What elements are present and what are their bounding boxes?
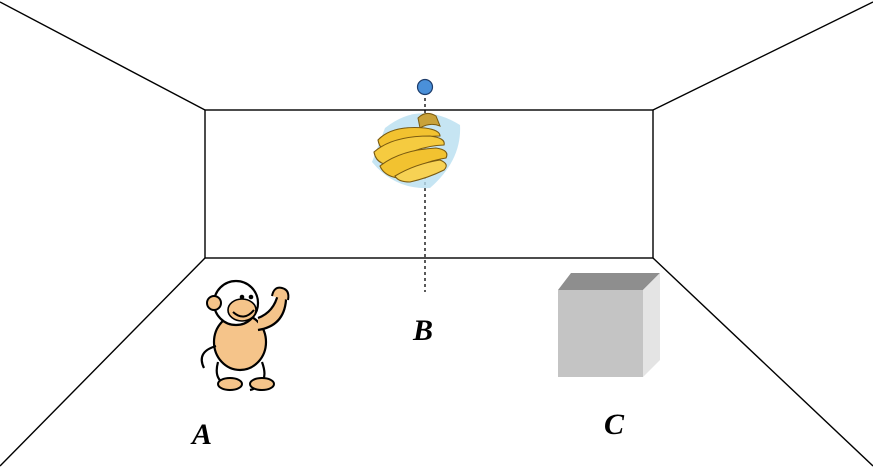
banana-4 [394, 159, 447, 183]
label-a: A [190, 418, 212, 451]
box-front [558, 290, 643, 377]
label-b: B [412, 314, 433, 347]
box-icon [558, 273, 660, 377]
monkey-foot-right [249, 377, 275, 391]
monkey-tail [200, 344, 217, 369]
monkey-ear [206, 295, 222, 311]
monkey-mouth [232, 309, 255, 318]
monkey-hand [271, 286, 290, 301]
monkey-icon [200, 279, 290, 392]
monkey-face [227, 298, 257, 322]
room-frame [0, 1, 873, 467]
monkey-eye [239, 294, 245, 300]
floor-edge-right [652, 257, 873, 467]
box-top [558, 273, 660, 290]
monkey-foot-left [217, 377, 243, 391]
banana-stem [417, 112, 441, 129]
banana-3 [379, 147, 448, 179]
monkey-eye-2 [248, 294, 254, 300]
floor-edge-left [0, 257, 206, 467]
ceiling-edge-right [652, 1, 873, 111]
monkey-arm [257, 292, 288, 332]
ceiling-hook-icon [416, 78, 434, 96]
back-wall [204, 109, 654, 259]
box-side [643, 273, 660, 377]
ceiling-edge-left [0, 1, 206, 111]
banana-bunch-icon [372, 78, 461, 292]
label-c: C [604, 408, 625, 441]
